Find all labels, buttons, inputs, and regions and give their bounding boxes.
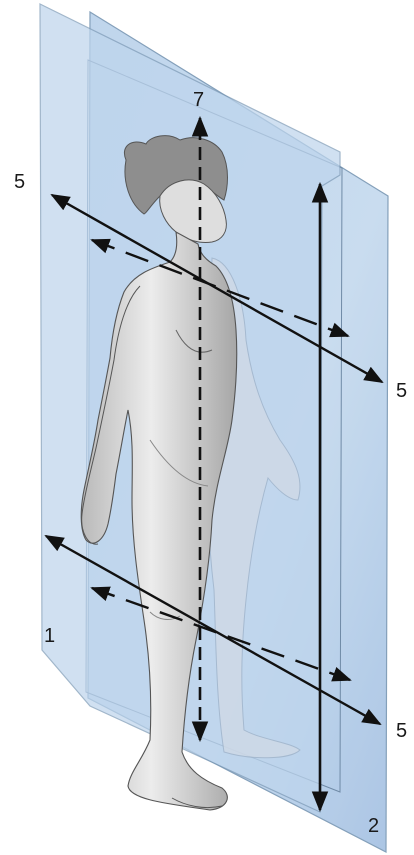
label-5-lower-right: 5 — [396, 721, 407, 741]
label-7-top: 7 — [193, 90, 204, 110]
label-5-upper-right: 5 — [396, 381, 407, 401]
label-5-upper-left: 5 — [14, 172, 25, 192]
label-1-front-plane: 1 — [44, 626, 55, 646]
label-2-back-plane: 2 — [368, 816, 379, 836]
